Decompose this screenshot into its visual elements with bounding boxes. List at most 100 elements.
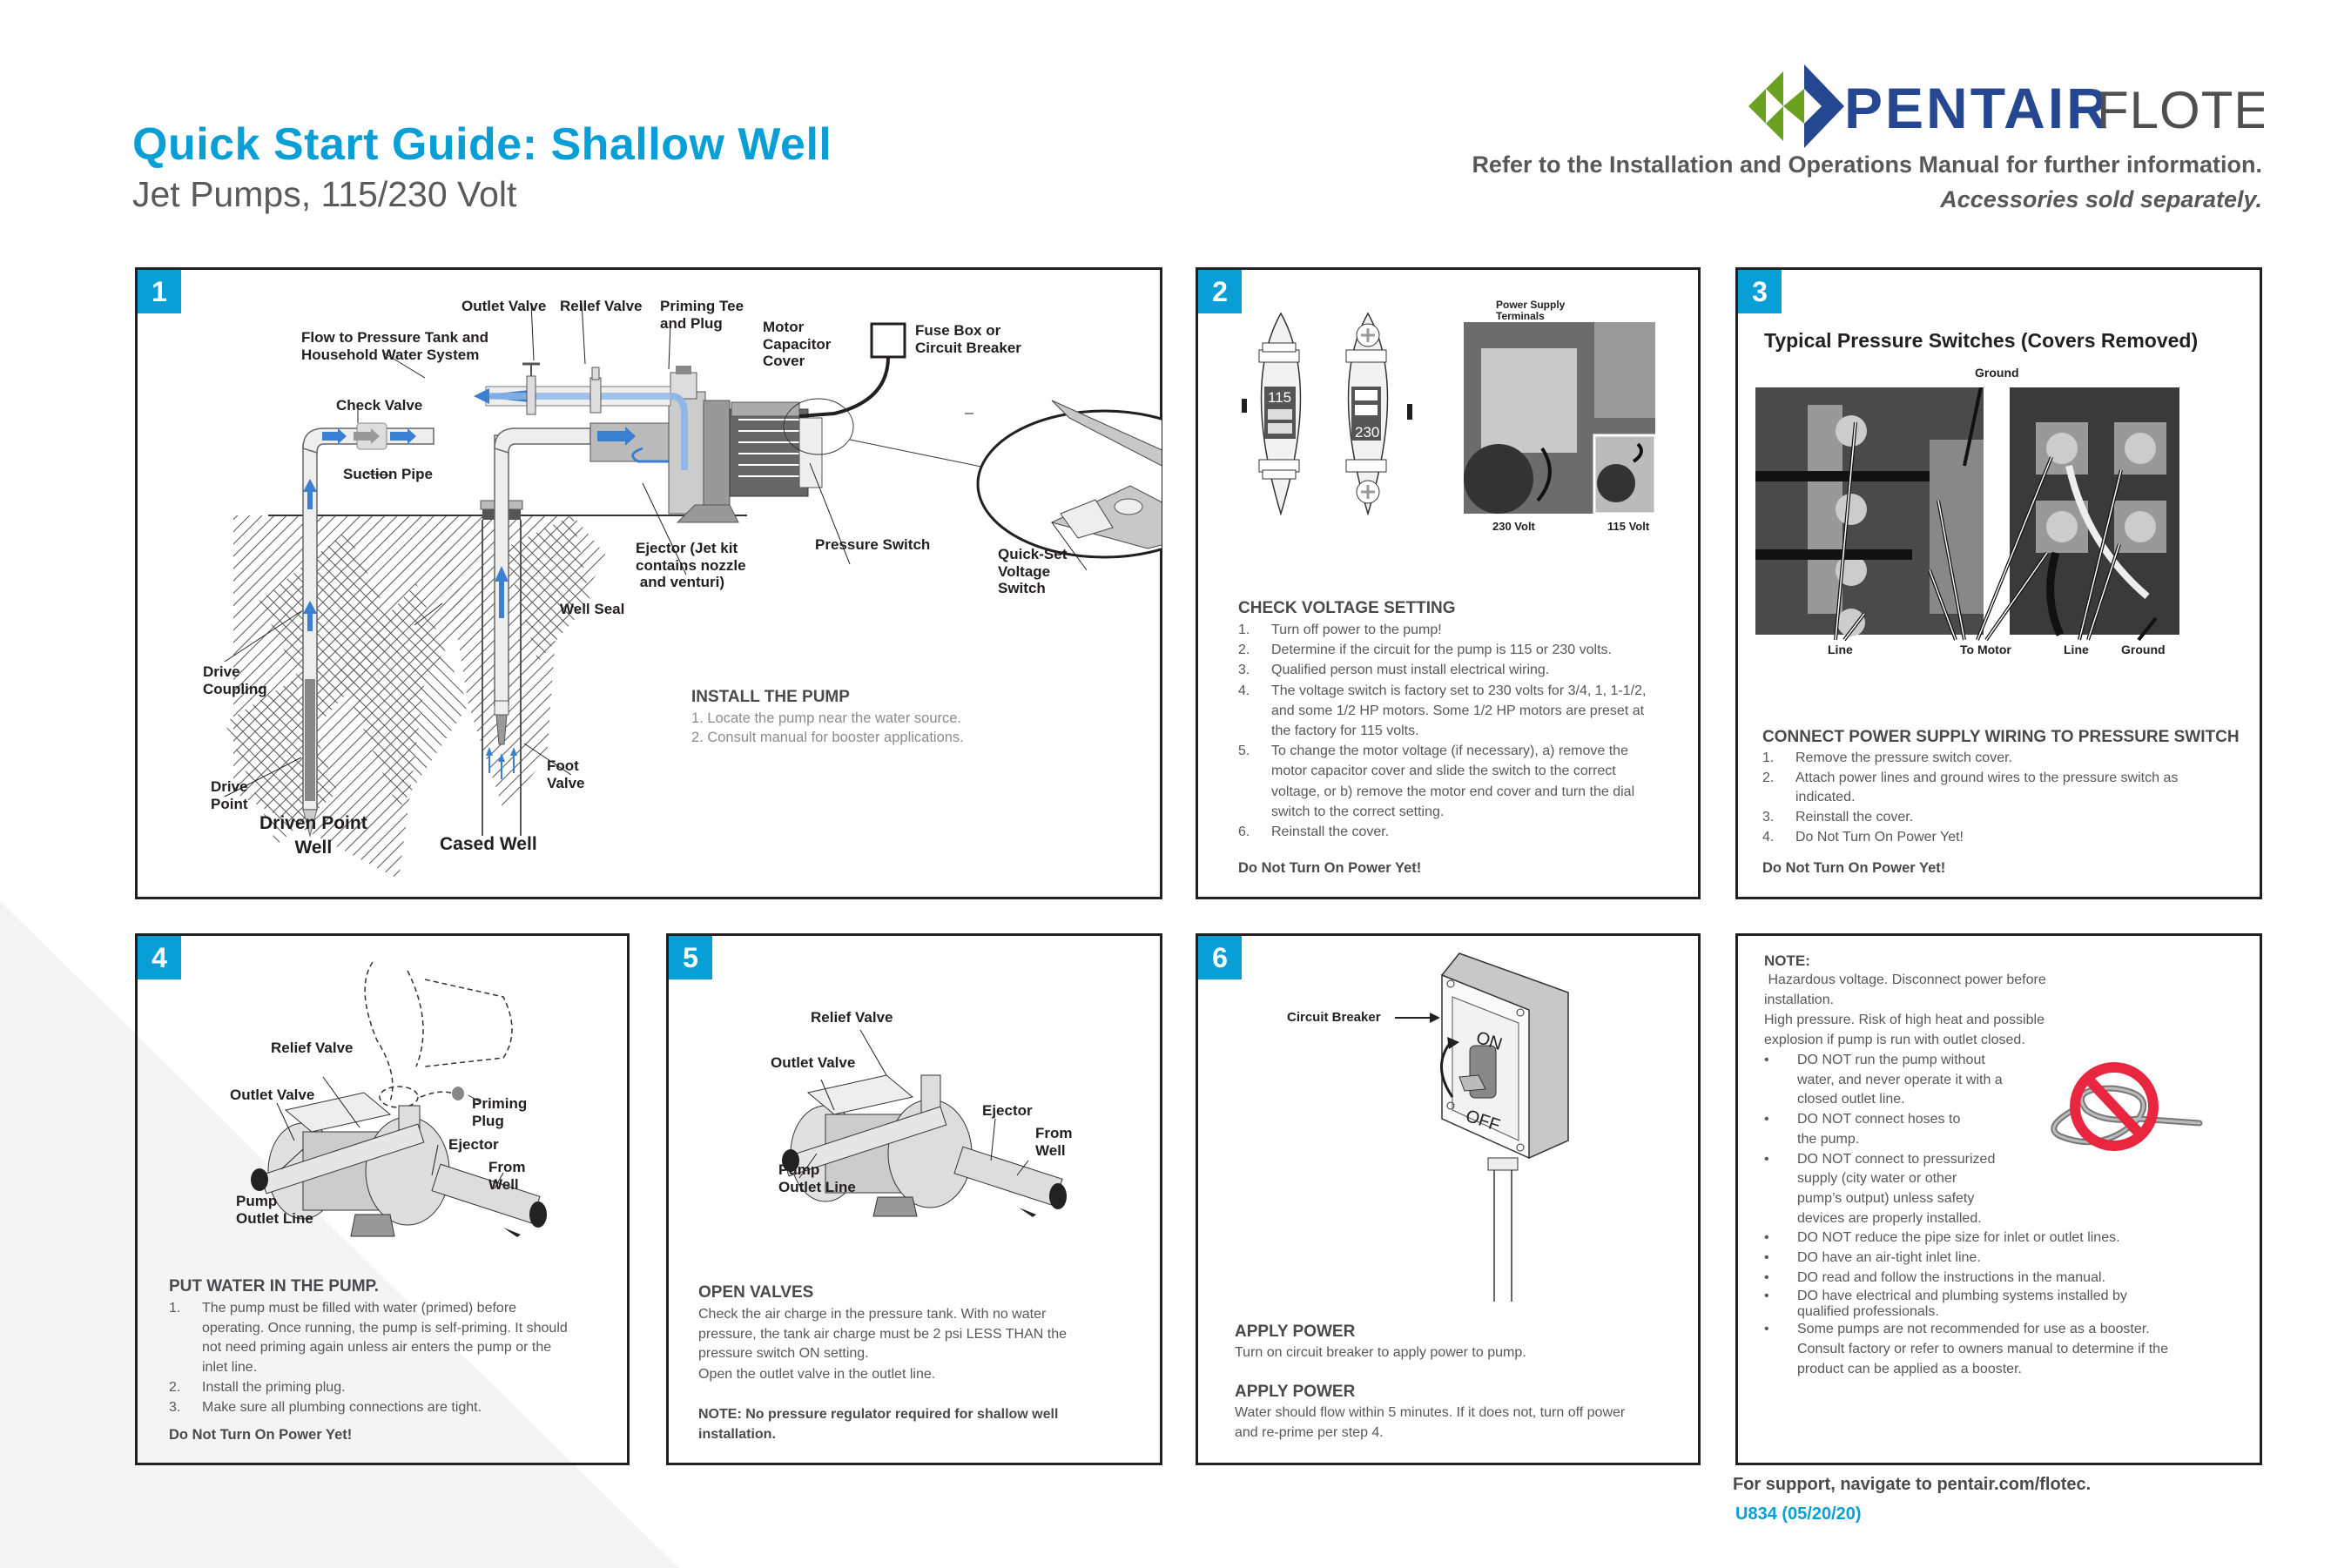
wiring-step: 3.Reinstall the cover. xyxy=(1762,810,1914,825)
voltage-step: 6.Reinstall the cover. xyxy=(1238,824,1390,839)
note-bullets: •DO NOT run the pump without water, and … xyxy=(1764,1051,2199,1380)
note-line-2: High pressure. Risk of high heat and pos… xyxy=(1764,1013,2044,1047)
voltage-step: 2.Determine if the circuit for the pump … xyxy=(1238,643,1612,658)
label-ground-right: Ground xyxy=(2121,643,2166,656)
label-cased-well: Cased Well xyxy=(440,834,537,854)
page-subtitle: Jet Pumps, 115/230 Volt xyxy=(132,174,517,214)
pump-assembly xyxy=(473,322,1162,559)
jet-pump-drawing xyxy=(782,1074,1067,1217)
water-bucket-dashed xyxy=(364,961,513,1108)
priming-step: 3.Make sure all plumbing connections are… xyxy=(169,1399,482,1415)
leader-lines xyxy=(276,1076,504,1189)
note-bullet: •DO NOT reduce the pipe size for inlet o… xyxy=(1764,1230,2120,1246)
step-3-warning: Do Not Turn On Power Yet! xyxy=(1762,860,1946,876)
label-outlet-valve: Outlet Valve xyxy=(461,298,547,314)
step-5-panel: 5 Relief Valve Outlet Valve Ejector From… xyxy=(666,933,1162,1465)
pressure-switch-photos xyxy=(1755,387,2179,642)
label-relief-valve: Relief Valve xyxy=(811,1009,893,1026)
label-pressure-switch: Pressure Switch xyxy=(815,536,931,553)
note-line-1: Hazardous voltage. Disconnect power befo… xyxy=(1764,972,2051,1007)
priming-step: 2.Install the priming plug. xyxy=(169,1379,346,1395)
check-voltage-steps: 1.Turn off power to the pump! 2.Determin… xyxy=(1238,620,1665,842)
voltage-step: 1.Turn off power to the pump! xyxy=(1238,622,1442,637)
connect-wiring-heading: CONNECT POWER SUPPLY WIRING TO PRESSURE … xyxy=(1762,728,2240,746)
switch-115-label: 115 xyxy=(1268,389,1291,406)
safety-note-panel: NOTE: Hazardous voltage. Disconnect powe… xyxy=(1735,933,2262,1465)
support-link-text: For support, navigate to pentair.com/flo… xyxy=(1733,1475,2092,1494)
manual-reference-note: Refer to the Installation and Operations… xyxy=(1472,151,2262,178)
driven-point-well-pipe xyxy=(302,422,434,838)
install-item-1: 1. Locate the pump near the water source… xyxy=(691,710,962,726)
note-bullet: •DO NOT run the pump without water, and … xyxy=(1764,1053,2003,1107)
label-ejector: Ejector xyxy=(448,1136,499,1153)
step-badge: 3 xyxy=(1738,270,1782,313)
put-water-heading: PUT WATER IN THE PUMP. xyxy=(169,1277,380,1295)
label-check-valve: Check Valve xyxy=(336,397,423,414)
step-badge: 1 xyxy=(138,270,181,313)
shallow-well-installation-diagram xyxy=(224,302,1162,879)
motor-dial-photo xyxy=(1464,322,1657,515)
put-water-steps: 1.The pump must be filled with water (pr… xyxy=(169,1299,578,1417)
document-code: U834 (05/20/20) xyxy=(1735,1504,1862,1524)
brand-flotec: FLOTEC xyxy=(2097,81,2264,139)
open-valves-body-2: Open the outlet valve in the outlet line… xyxy=(698,1367,936,1382)
label-outlet-valve: Outlet Valve xyxy=(230,1087,315,1103)
voltage-step: 5.To change the motor voltage (if necess… xyxy=(1238,744,1635,819)
pentair-flotec-logo: PENTAIR FLOTEC xyxy=(1748,64,2264,148)
label-ground-top: Ground xyxy=(1975,366,2019,380)
step-2-warning: Do Not Turn On Power Yet! xyxy=(1238,860,1422,876)
install-heading: INSTALL THE PUMP xyxy=(691,688,850,706)
label-suction-pipe: Suction Pipe xyxy=(343,466,433,482)
note-bullet: •Some pumps are not recommended for use … xyxy=(1764,1322,2168,1376)
apply-power-body-2: Water should flow within 5 minutes. If i… xyxy=(1235,1405,1626,1440)
cased-well xyxy=(480,427,591,836)
label-line-left: Line xyxy=(1828,643,1853,656)
label-relief-valve: Rellef Valve xyxy=(560,298,643,314)
voltage-step: 3.Qualified person must install electric… xyxy=(1238,663,1550,678)
priming-step: 1.The pump must be filled with water (pr… xyxy=(169,1301,568,1376)
brand-pentair: PENTAIR xyxy=(1844,76,2111,140)
wiring-step: 4.Do Not Turn On Power Yet! xyxy=(1762,829,1964,845)
step-badge: 2 xyxy=(1198,270,1242,313)
wiring-step: 1.Remove the pressure switch cover. xyxy=(1762,750,2012,765)
open-valves-body: Check the air charge in the pressure tan… xyxy=(698,1307,1068,1362)
open-valves-heading: OPEN VALVES xyxy=(698,1283,814,1302)
label-circuit-breaker: Circuit Breaker xyxy=(1287,1010,1381,1025)
priming-pump-illustration xyxy=(251,961,547,1237)
jet-pump-drawing xyxy=(251,1092,547,1237)
note-bullet: •DO NOT connect to pressurized supply (c… xyxy=(1764,1151,1996,1226)
label-well-seal: Well Seal xyxy=(560,601,625,617)
circuit-breaker-illustration: ON OFF xyxy=(1395,952,1569,1302)
step-4-warning: Do Not Turn On Power Yet! xyxy=(169,1427,353,1443)
accessories-note: Accessories sold separately. xyxy=(1940,186,2262,212)
step-badge: 4 xyxy=(138,936,181,979)
label-to-motor: To Motor xyxy=(1960,643,2011,656)
voltage-step: 4.The voltage switch is factory set to 2… xyxy=(1238,683,1647,738)
label-230-volt: 230 Volt xyxy=(1492,520,1535,533)
step-badge: 5 xyxy=(669,936,712,979)
label-relief-valve: Relief Valve xyxy=(271,1040,354,1056)
switch-230-label: 230 xyxy=(1355,424,1379,441)
install-item-2: 2. Consult manual for booster applicatio… xyxy=(691,730,964,745)
label-outlet-valve: Outlet Valve xyxy=(771,1054,856,1071)
apply-power-heading-1: APPLY POWER xyxy=(1235,1322,1356,1341)
note-heading: NOTE: xyxy=(1764,952,1810,969)
open-valves-note: NOTE: No pressure regulator required for… xyxy=(698,1407,1059,1442)
apply-power-heading-2: APPLY POWER xyxy=(1235,1383,1356,1401)
note-bullet: •DO NOT connect hoses to the pump. xyxy=(1764,1112,1961,1147)
ground-hatching xyxy=(225,515,747,879)
label-115-volt: 115 Volt xyxy=(1607,520,1650,533)
logo-mark-icon xyxy=(1748,64,1844,148)
step-6-panel: 6 ON OFF Circuit Breaker APPLY POWER Tur… xyxy=(1196,933,1701,1465)
